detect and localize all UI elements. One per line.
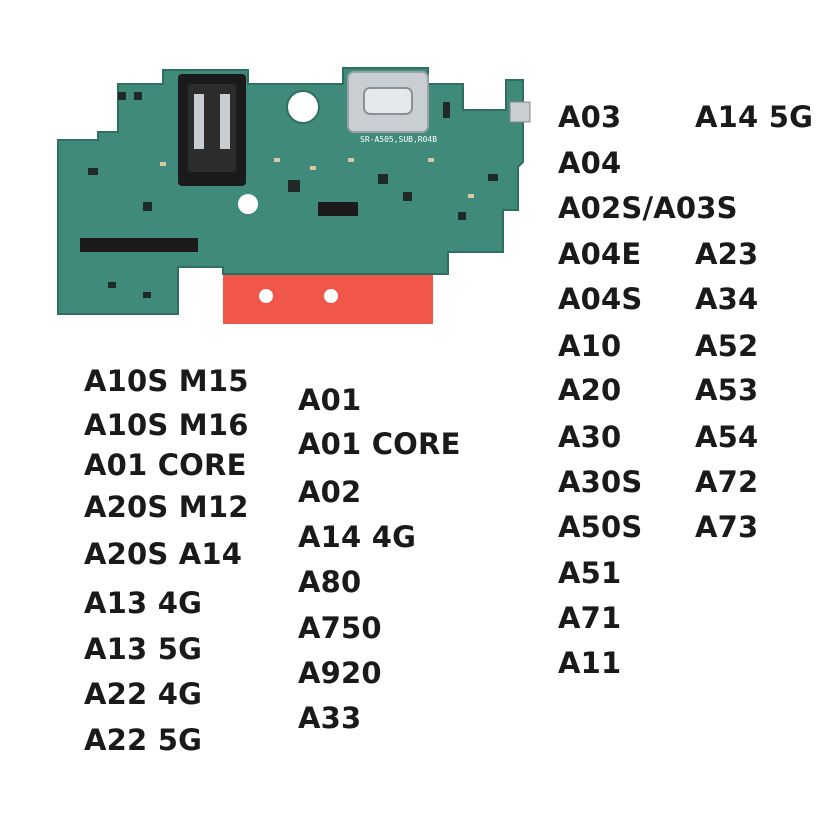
mount-hole (238, 194, 258, 214)
model-name: A11 (558, 646, 622, 680)
model-name: A14 4G (298, 520, 417, 554)
board-connector (80, 238, 198, 252)
model-name: A14 5G (695, 100, 814, 134)
model-name: A30 (558, 420, 622, 454)
mount-hole (286, 90, 320, 124)
model-name: A10S M16 (84, 408, 249, 442)
flex-hole (324, 289, 338, 303)
model-name: A71 (558, 601, 622, 635)
board-connector (318, 202, 358, 216)
model-name: A72 (695, 465, 759, 499)
model-name: A34 (695, 282, 759, 316)
model-name: A20S A14 (84, 537, 243, 571)
model-name: A54 (695, 420, 759, 454)
model-name: A03 (558, 100, 622, 134)
model-name: A52 (695, 329, 759, 363)
model-name: A04 (558, 146, 622, 180)
microphone (509, 101, 531, 123)
model-name: A80 (298, 565, 362, 599)
model-name: A13 5G (84, 632, 203, 666)
silkscreen-label: SR-A505,SUB,R04B (360, 135, 437, 144)
model-name: A20 (558, 373, 622, 407)
model-name: A750 (298, 611, 382, 645)
model-name: A22 5G (84, 723, 203, 757)
model-name: A01 CORE (298, 427, 461, 461)
model-name: A10S M15 (84, 364, 249, 398)
model-name: A04E (558, 237, 642, 271)
model-name: A920 (298, 656, 382, 690)
model-name: A51 (558, 556, 622, 590)
model-name: A02 (298, 475, 362, 509)
model-name: A23 (695, 237, 759, 271)
model-name: A73 (695, 510, 759, 544)
model-name: A20S M12 (84, 490, 249, 524)
flex-hole (259, 289, 273, 303)
model-name: A01 CORE (84, 448, 247, 482)
charging-port-board-photo: SR-A505,SUB,R04B (57, 67, 531, 324)
flex-hole (203, 289, 217, 303)
model-name: A22 4G (84, 677, 203, 711)
model-name: A13 4G (84, 586, 203, 620)
model-name: A53 (695, 373, 759, 407)
model-name: A30S (558, 465, 643, 499)
model-name: A01 (298, 383, 362, 417)
model-name: A10 (558, 329, 622, 363)
model-name: A02S/A03S (558, 191, 738, 225)
model-name: A33 (298, 701, 362, 735)
model-name: A50S (558, 510, 643, 544)
model-name: A04S (558, 282, 643, 316)
